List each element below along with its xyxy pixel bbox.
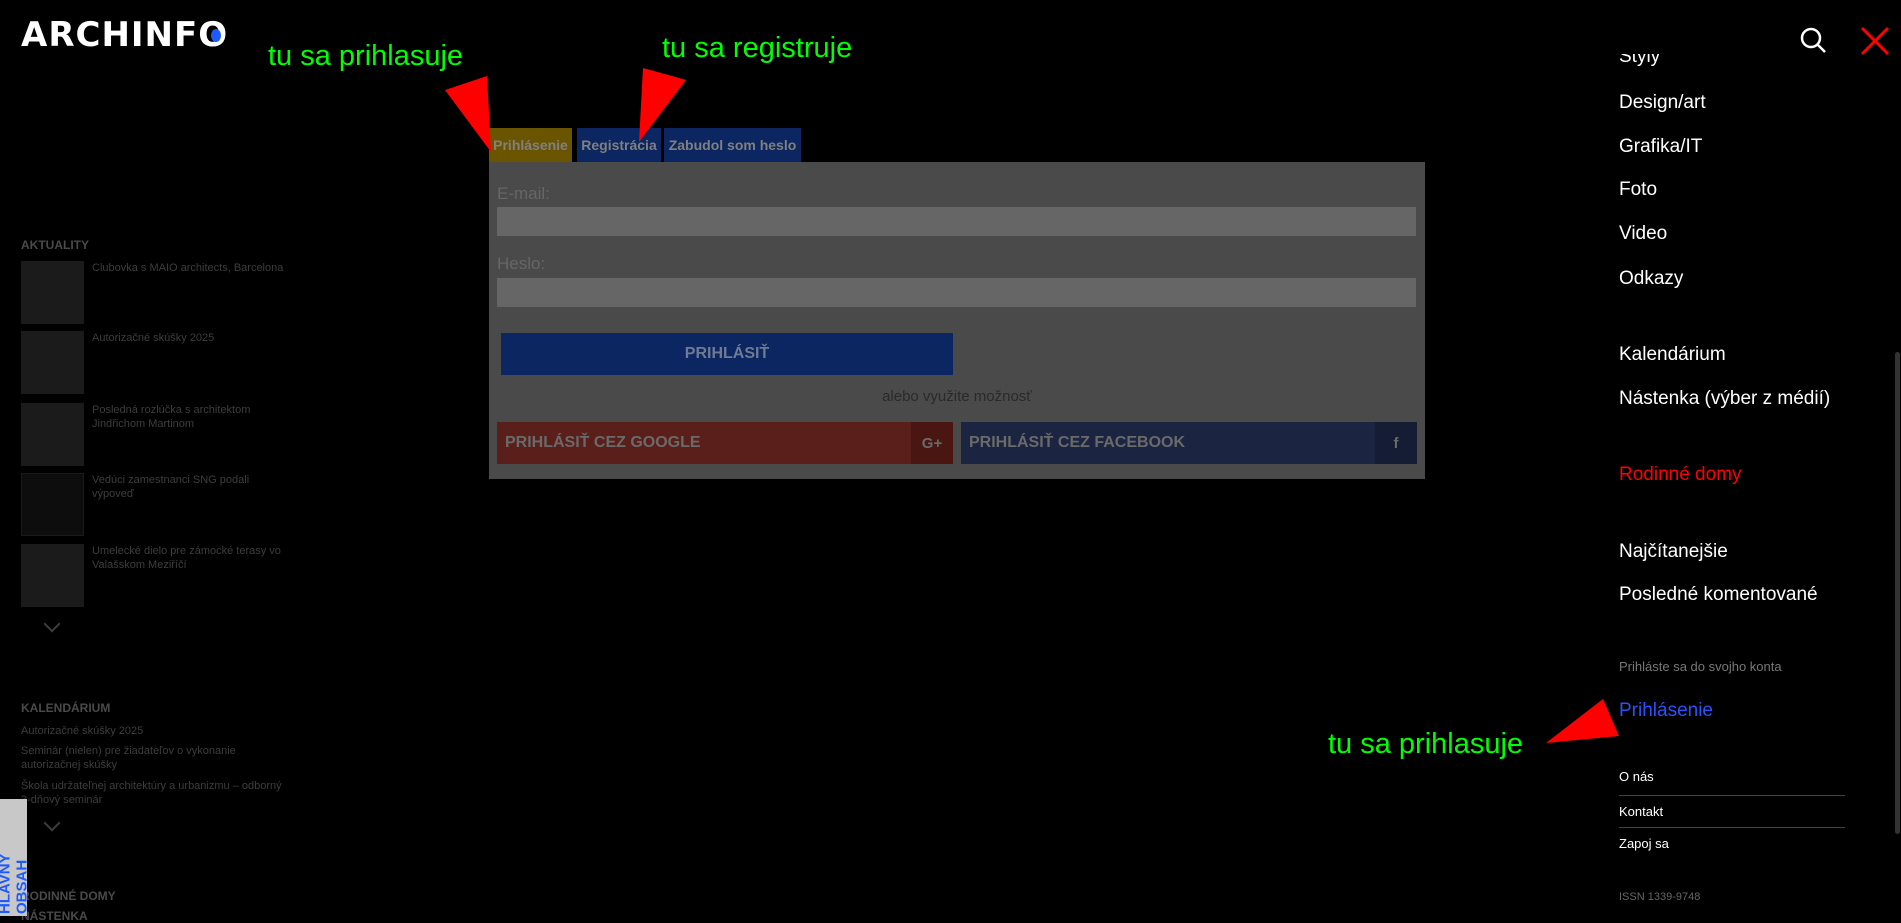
footer-link-kontakt[interactable]: Kontakt — [1619, 795, 1845, 827]
menu-item-odkazy[interactable]: Odkazy — [1619, 268, 1684, 289]
news-title: Clubovka s MAIO architects, Barcelona — [92, 262, 284, 274]
issn-text: ISSN 1339-9748 — [1619, 891, 1701, 903]
or-text: alebo využite možnosť — [882, 388, 1032, 405]
news-title: Autorizačné skúšky 2025 — [92, 332, 215, 344]
password-field[interactable] — [497, 278, 1416, 307]
news-thumbnail — [21, 544, 84, 607]
news-thumbnail — [21, 403, 84, 466]
email-label: E-mail: — [497, 184, 550, 203]
google-login-button[interactable]: PRIHLÁSIŤ CEZ GOOGLE G+ — [497, 422, 953, 464]
footer-link-zapoj-sa[interactable]: Zapoj sa — [1619, 827, 1845, 859]
login-button[interactable]: PRIHLÁSIŤ — [501, 333, 953, 375]
login-prompt: Prihláste sa do svojho konta — [1619, 659, 1782, 674]
logo-eye-icon — [211, 29, 222, 42]
email-field[interactable] — [497, 207, 1416, 236]
annotation-login-top: tu sa prihlasuje — [268, 40, 464, 72]
password-label: Heslo: — [497, 254, 546, 273]
news-title: Posledná rozlúčka s architektom Jindřich… — [92, 404, 251, 430]
menu-item-video[interactable]: Video — [1619, 223, 1668, 244]
calendar-item[interactable]: Autorizačné skúšky 2025 — [21, 725, 144, 737]
close-icon[interactable] — [1860, 26, 1890, 56]
red-arrow-icon — [639, 68, 686, 142]
rodinne-domy-heading: RODINNÉ DOMY — [21, 889, 116, 903]
logo-text: ARCHINFO — [21, 15, 229, 55]
menu-scrollbar[interactable] — [1895, 352, 1900, 834]
news-title: Vedúci zamestnanci SNG podali výpoveď — [92, 474, 250, 500]
red-arrow-icon — [1546, 699, 1619, 743]
footer-link-o-nas[interactable]: O nás — [1619, 769, 1654, 784]
menu-item-styly[interactable]: Štýly — [1619, 46, 1661, 67]
calendar-item[interactable]: Seminár (nielen) pre žiadateľov o vykona… — [21, 745, 236, 771]
red-arrow-icon — [445, 76, 491, 152]
menu-item-foto[interactable]: Foto — [1619, 179, 1658, 200]
tab-zabudol-som-heslo[interactable]: Zabudol som heslo — [664, 128, 801, 162]
menu-item-rodinne-domy[interactable]: Rodinné domy — [1619, 464, 1742, 485]
facebook-icon: f — [1375, 422, 1417, 464]
menu-item-grafika-it[interactable]: Grafika/IT — [1619, 136, 1703, 157]
news-item[interactable]: Vedúci zamestnanci SNG podali výpoveď — [21, 473, 301, 536]
google-login-label: PRIHLÁSIŤ CEZ GOOGLE — [505, 434, 701, 451]
calendar-item[interactable]: Škola udržateľnej architektúry a urbaniz… — [21, 780, 282, 806]
kalendarium-heading: KALENDÁRIUM — [21, 701, 111, 715]
menu-item-kalendarium[interactable]: Kalendárium — [1619, 344, 1726, 365]
menu-item-posledne-komentovane[interactable]: Posledné komentované — [1619, 584, 1818, 605]
news-item[interactable]: Umelecké dielo pre zámocké terasy vo Val… — [21, 544, 301, 607]
news-item[interactable]: Posledná rozlúčka s architektom Jindřich… — [21, 403, 301, 466]
news-item[interactable]: Autorizačné skúšky 2025 — [21, 331, 301, 394]
menu-item-najcitanejsie[interactable]: Najčítanejšie — [1619, 541, 1728, 562]
facebook-login-button[interactable]: PRIHLÁSIŤ CEZ FACEBOOK f — [961, 422, 1417, 464]
google-plus-icon: G+ — [911, 422, 953, 464]
tab-prihlasenie[interactable]: Prihlásenie — [489, 128, 572, 162]
aktuality-heading: AKTUALITY — [21, 238, 89, 252]
tab-registracia[interactable]: Registrácia — [577, 128, 661, 162]
news-thumbnail — [21, 473, 84, 536]
menu-item-design-art[interactable]: Design/art — [1619, 92, 1706, 113]
search-icon[interactable] — [1799, 26, 1827, 54]
facebook-login-label: PRIHLÁSIŤ CEZ FACEBOOK — [969, 434, 1186, 451]
news-thumbnail — [21, 261, 84, 324]
archinfo-logo[interactable]: ARCHINFO — [21, 14, 228, 56]
news-title: Umelecké dielo pre zámocké terasy vo Val… — [92, 545, 281, 571]
login-panel: E-mail: Heslo: PRIHLÁSIŤ alebo využite m… — [489, 162, 1425, 479]
annotation-register-top: tu sa registruje — [662, 32, 853, 64]
news-thumbnail — [21, 331, 84, 394]
login-link[interactable]: Prihlásenie — [1619, 700, 1713, 721]
annotation-login-right: tu sa prihlasuje — [1328, 728, 1524, 760]
news-item[interactable]: Clubovka s MAIO architects, Barcelona — [21, 261, 301, 324]
menu-item-nastenka[interactable]: Nástenka (výber z médií) — [1619, 388, 1831, 409]
